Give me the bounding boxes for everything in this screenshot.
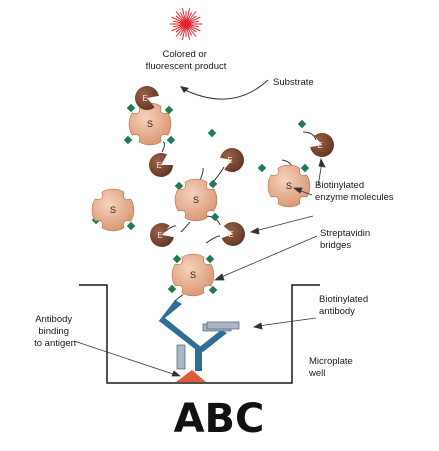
streptavidin-molecule-1: S [174, 178, 218, 222]
biotin-marker-5 [174, 181, 184, 191]
biotinylated-enzyme-label-line-1: Biotinylated [315, 180, 364, 191]
substrate-arrow [182, 79, 269, 100]
biotin-marker-1 [126, 103, 136, 113]
enzyme-molecule-1: E [149, 152, 173, 177]
biotin-marker-7 [207, 128, 217, 138]
antigen [176, 370, 206, 382]
svg-text:Biotinylated antibody: Biotinylated antibody [319, 294, 371, 317]
streptavidin-symbol: S [147, 119, 153, 129]
biotin-marker-14 [208, 285, 218, 295]
biotin-marker-2 [166, 135, 176, 145]
product-label-line-2: fluorescent product [146, 61, 227, 72]
biotinylated-antibody-label-line-2: antibody [319, 306, 355, 317]
streptavidin-symbol: S [286, 181, 292, 191]
biotin-marker-6 [210, 212, 220, 222]
microplate-well-label-line-2: well [308, 368, 325, 379]
microplate-well [79, 284, 320, 384]
enzyme-symbol: E [227, 156, 232, 165]
svg-text:Antibody binding to an: Antibody binding to antigen [34, 314, 76, 349]
enzyme-symbol: E [228, 230, 233, 239]
enzyme-symbol: E [157, 231, 162, 240]
streptavidin-bridges-label-line-2: bridges [320, 240, 351, 251]
enzyme-symbol: E [156, 161, 161, 170]
biotinylated-antibody-label-line-1: Biotinylated [319, 294, 368, 305]
streptavidin-symbol: S [190, 270, 196, 280]
biotin-marker-16 [126, 221, 136, 231]
biotin-marker-3 [123, 135, 133, 145]
enzyme-molecule-4: E [149, 222, 174, 247]
pointer-lines [73, 157, 326, 377]
antibody-binding-label-line-2: binding [38, 326, 69, 337]
biotin-marker-10 [300, 163, 310, 173]
enzyme-molecule-2: E [220, 148, 245, 173]
enzyme-symbol: E [142, 94, 147, 103]
svg-text:Biotinylated enzyme molecu: Biotinylated enzyme molecules [315, 180, 394, 203]
substrate-label: Substrate [273, 77, 314, 88]
enzyme-molecule-5: E [221, 222, 245, 247]
svg-text:Colored or fluorescent pro: Colored or fluorescent product [146, 49, 227, 72]
biotin-marker-9 [257, 163, 267, 173]
enzyme-symbol: E [317, 141, 322, 150]
streptavidin-symbol: S [110, 205, 116, 215]
biotinylated-enzyme-label-line-2: enzyme molecules [315, 192, 394, 203]
biotin-marker-13 [167, 284, 177, 294]
product-label-line-1: Colored or [163, 49, 207, 60]
biotin-marker-12 [205, 254, 215, 264]
biotin-marker-0 [164, 105, 174, 115]
streptavidin-molecule-2: S [91, 188, 135, 232]
streptavidin-molecule-3: S [267, 164, 311, 208]
microplate-well-label-line-1: Microplate [309, 356, 353, 367]
biotin-marker-11 [172, 254, 182, 264]
enzyme-molecule-0: E [134, 86, 159, 111]
svg-text:Microplate well: Microplate well [308, 356, 355, 379]
fluorescent-burst-icon [170, 8, 202, 40]
antibody-binding-label-line-1: Antibody [35, 314, 72, 325]
caption-abc: ABC [174, 396, 265, 442]
streptavidin-molecule-4: S [171, 253, 215, 297]
biotin-marker-8 [297, 119, 307, 129]
streptavidin-symbol: S [193, 195, 199, 205]
enzyme-molecule-3: E [310, 132, 335, 157]
biotin-marker-4 [208, 179, 218, 189]
substrate-arrowhead [180, 86, 189, 93]
biotinylated-antibody [158, 300, 240, 371]
streptavidin-bridges-label-line-1: Streptavidin [320, 228, 370, 239]
antibody-binding-label-line-3: to antigen [34, 338, 76, 349]
svg-text:Streptavidin bridges: Streptavidin bridges [320, 228, 373, 251]
